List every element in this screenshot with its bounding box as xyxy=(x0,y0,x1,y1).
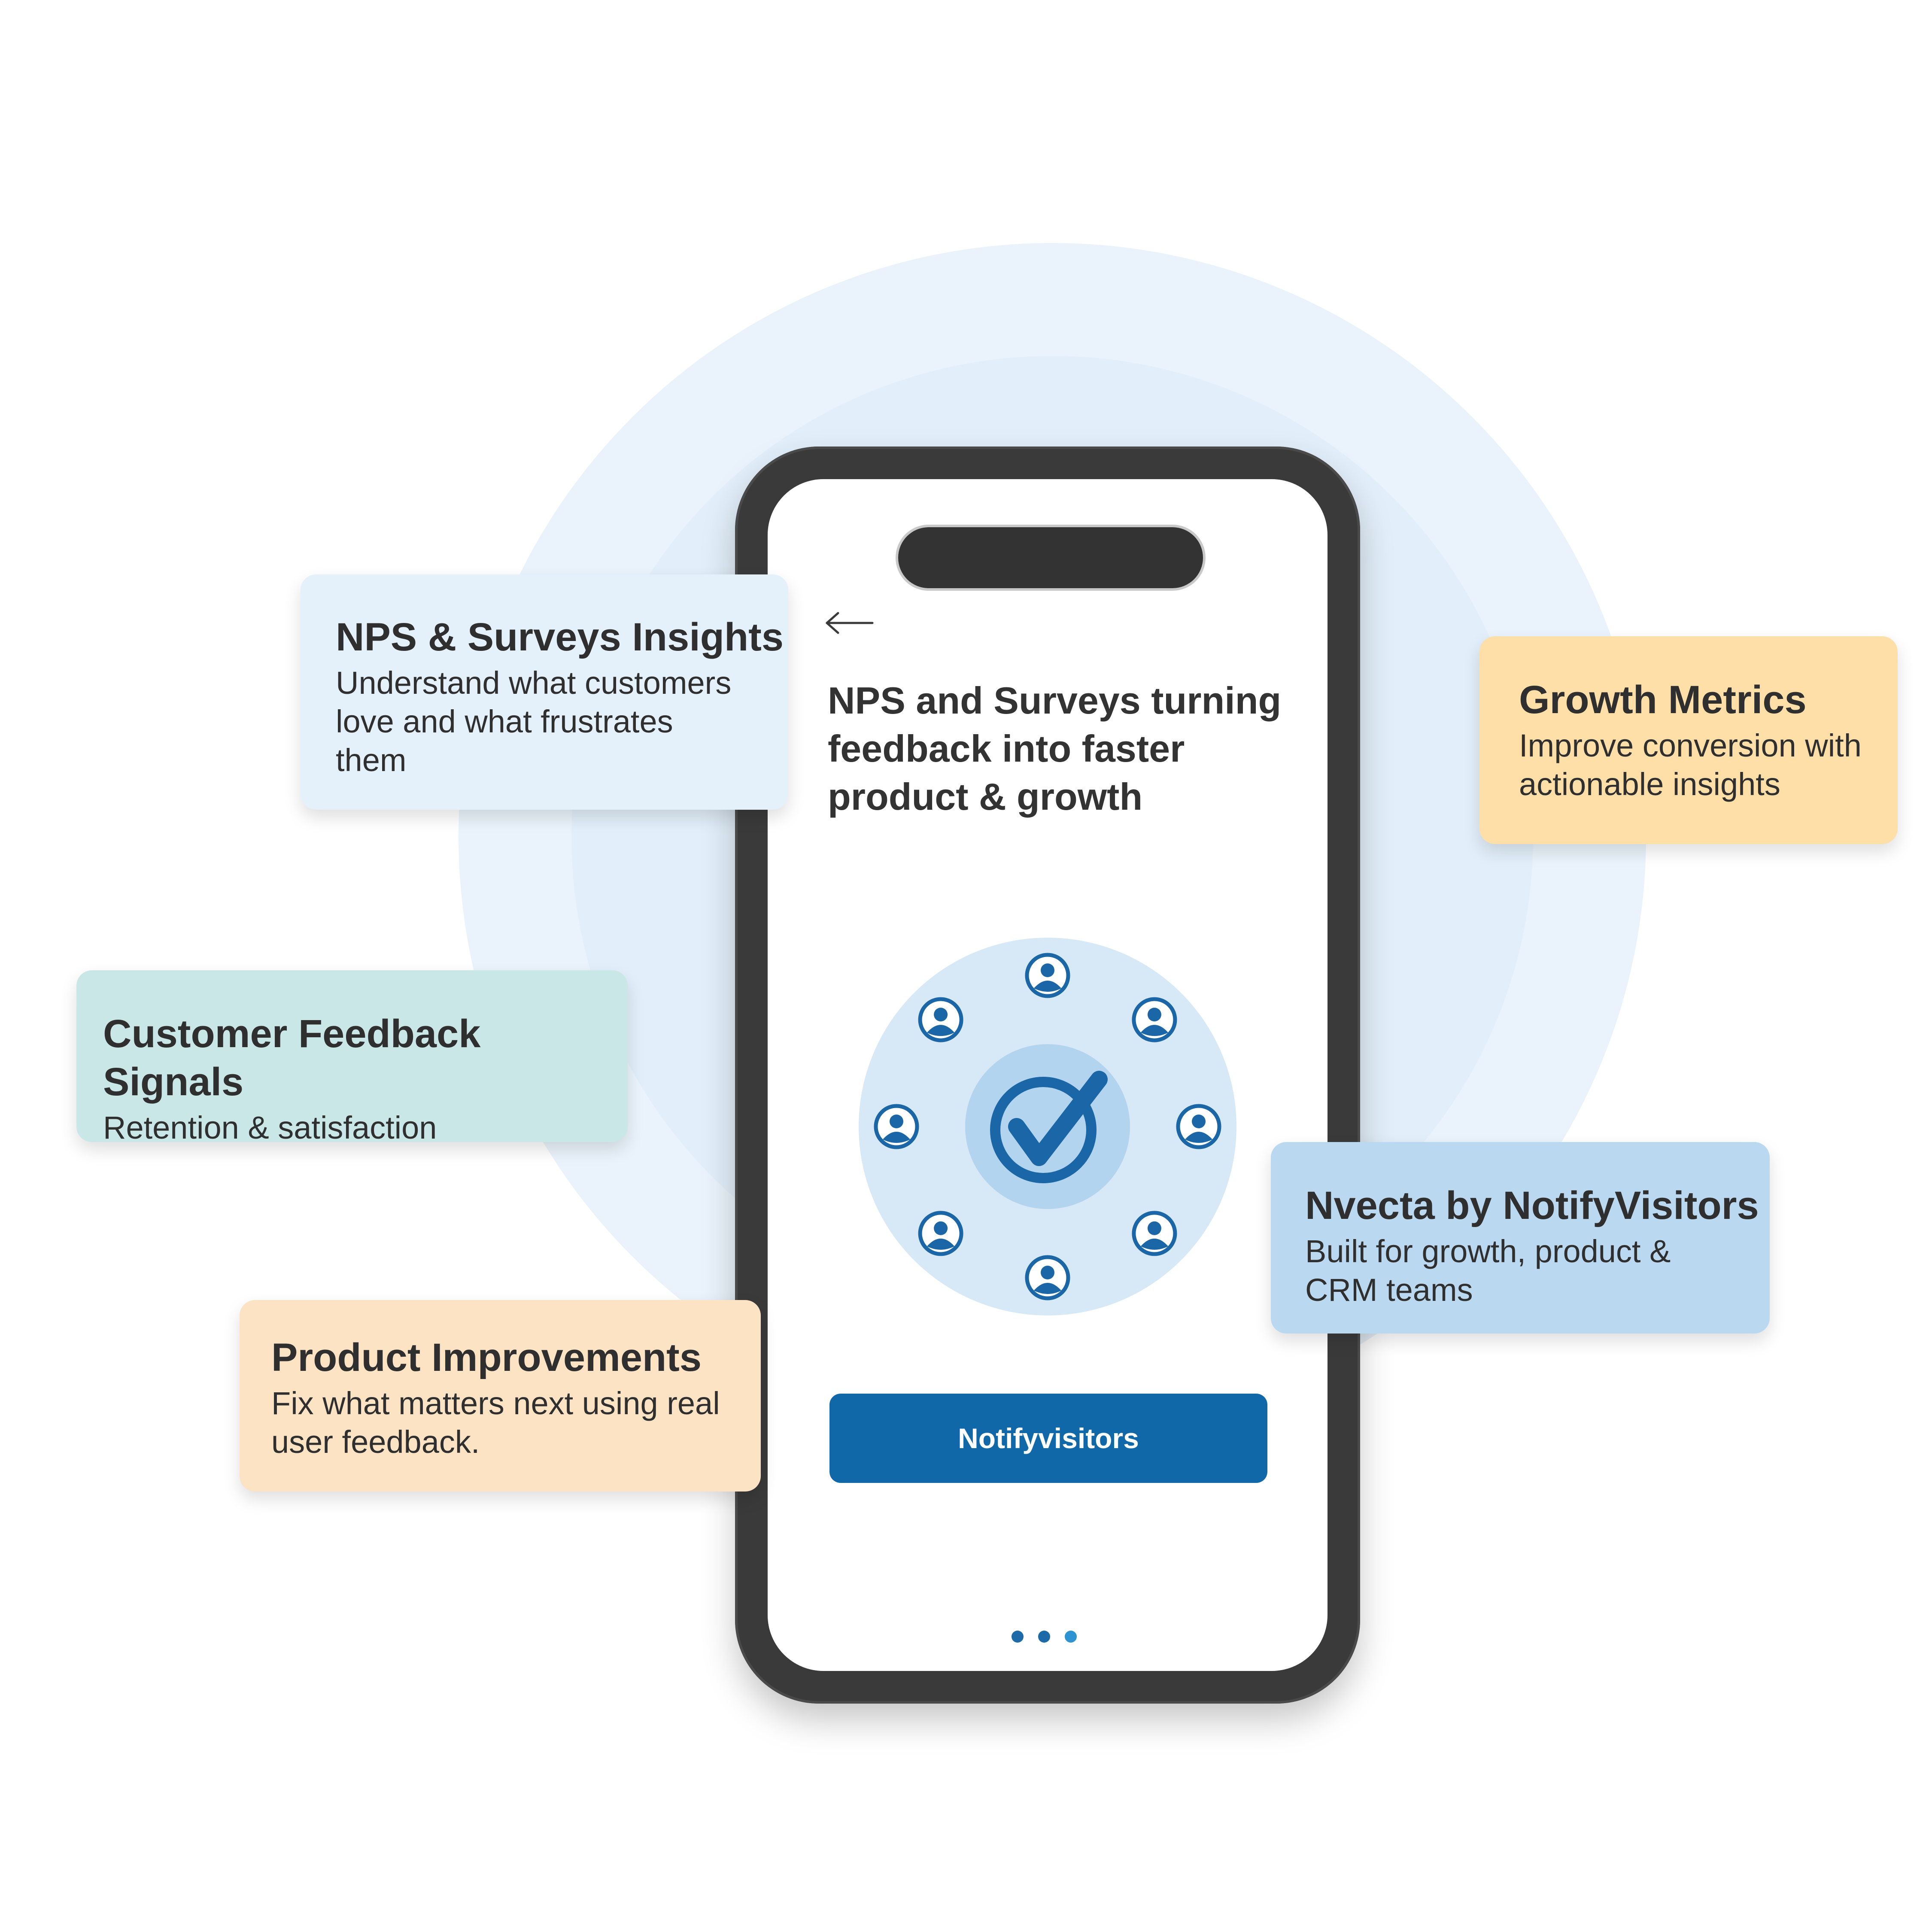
phone-screen: NPS and Surveys turning feedback into fa… xyxy=(768,479,1327,1671)
arrow-left-icon[interactable] xyxy=(823,608,875,638)
card-line: Understand what customers xyxy=(336,665,732,701)
card-title: Nvecta by NotifyVisitors xyxy=(1305,1184,1759,1227)
card-description: Retention & satisfaction xyxy=(103,1109,628,1147)
card-line: Improve conversion with xyxy=(1519,728,1862,763)
user-icon xyxy=(874,1104,919,1149)
phone-notch xyxy=(898,527,1203,588)
screen-title: NPS and Surveys turning feedback into fa… xyxy=(828,679,1282,818)
pager-dot[interactable] xyxy=(1038,1631,1050,1643)
user-icon xyxy=(1132,997,1177,1042)
check-circle-icon xyxy=(990,1071,1108,1183)
card-title: Product Improvements xyxy=(271,1336,702,1379)
pager-dots[interactable] xyxy=(1012,1631,1084,1643)
survey-network-graphic xyxy=(859,938,1236,1315)
card-product-improvements: Product Improvements Fix what matters ne… xyxy=(240,1300,761,1492)
notifyvisitors-button[interactable]: Notifyvisitors xyxy=(829,1394,1267,1483)
card-title: Customer Feedback Signals xyxy=(103,1012,481,1104)
card-description: Improve conversion with actionable insig… xyxy=(1519,726,1898,804)
card-line: actionable insights xyxy=(1519,766,1780,802)
card-title: NPS & Surveys Insights xyxy=(336,615,784,659)
user-icon xyxy=(1025,953,1070,998)
card-description: Understand what customers love and what … xyxy=(336,664,788,780)
card-line: Retention & satisfaction xyxy=(103,1110,437,1145)
pager-dot[interactable] xyxy=(1012,1631,1024,1643)
graphic-inner-circle xyxy=(965,1044,1130,1209)
card-nps-insights: NPS & Surveys Insights Understand what c… xyxy=(301,574,788,810)
card-growth-metrics: Growth Metrics Improve conversion with a… xyxy=(1479,636,1898,844)
pager-dot-active[interactable] xyxy=(1065,1631,1077,1643)
user-icon xyxy=(1025,1255,1070,1300)
user-icon xyxy=(918,997,963,1042)
card-description: Fix what matters next using real user fe… xyxy=(271,1384,761,1461)
card-title: Growth Metrics xyxy=(1519,678,1807,722)
card-line: user feedback. xyxy=(271,1424,480,1460)
card-line: love and what frustrates xyxy=(336,704,673,739)
user-icon xyxy=(1176,1104,1221,1149)
card-nvecta: Nvecta by NotifyVisitors Built for growt… xyxy=(1271,1142,1770,1334)
user-icon-ring xyxy=(874,953,1221,1300)
user-icon xyxy=(1132,1211,1177,1256)
card-line: CRM teams xyxy=(1305,1272,1473,1308)
card-line: Built for growth, product & xyxy=(1305,1233,1671,1269)
card-line: them xyxy=(336,742,407,778)
card-line: Fix what matters next using real xyxy=(271,1385,720,1421)
phone-mockup: NPS and Surveys turning feedback into fa… xyxy=(735,447,1360,1704)
card-description: Built for growth, product & CRM teams xyxy=(1305,1232,1770,1309)
user-icon xyxy=(918,1211,963,1256)
card-customer-feedback: Customer Feedback Signals Retention & sa… xyxy=(76,970,628,1145)
